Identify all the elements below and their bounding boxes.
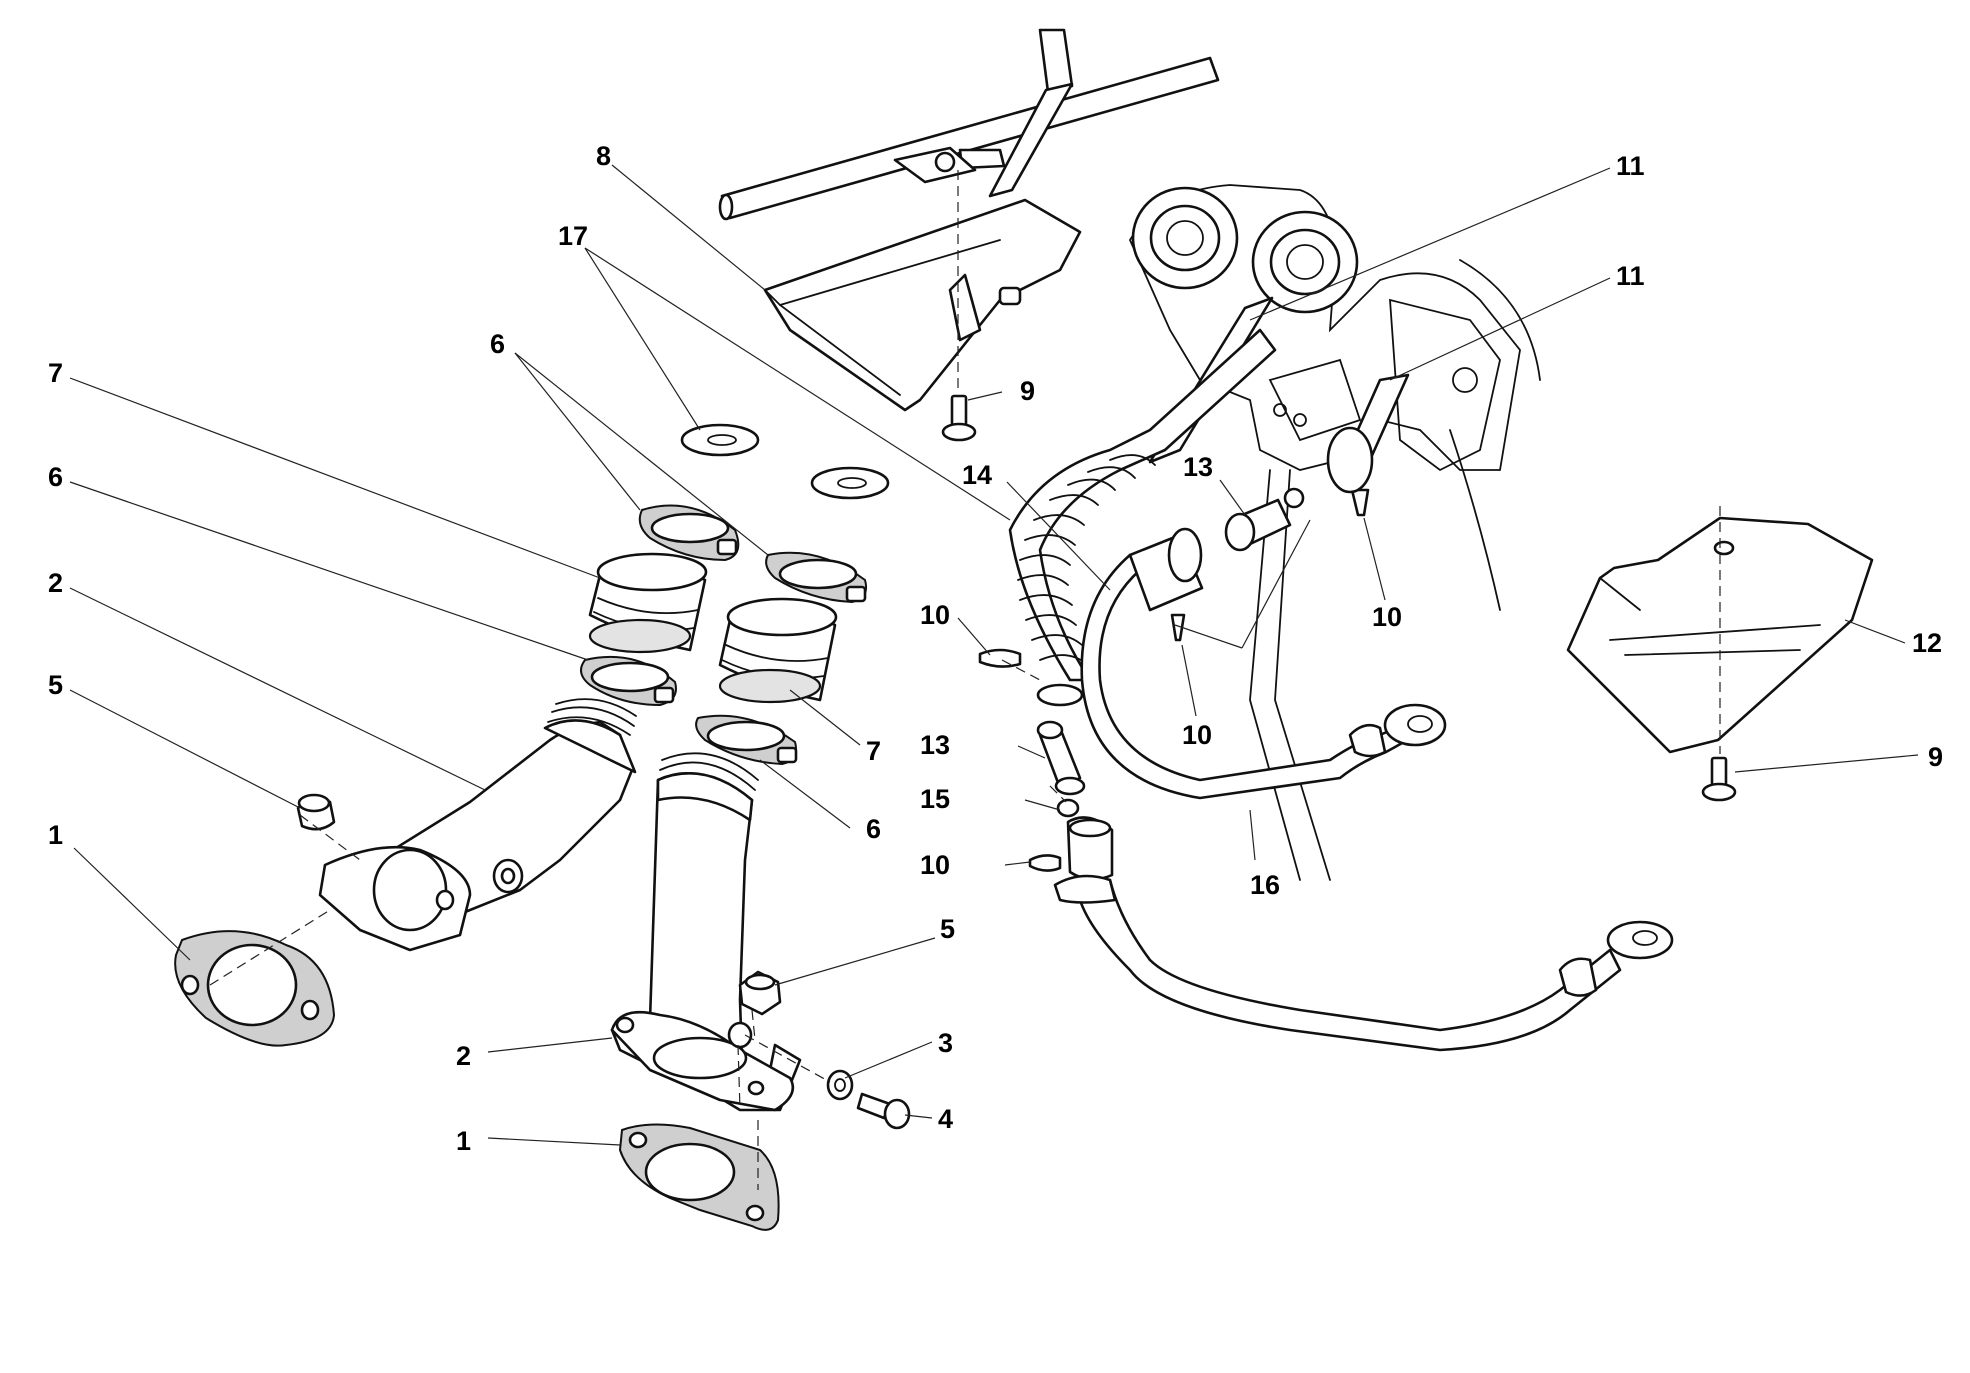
part-5-nut-left xyxy=(296,793,336,831)
lower-drain-hose xyxy=(1053,816,1674,1052)
part-4-screw xyxy=(856,1092,911,1130)
callout-16: 16 xyxy=(1250,870,1280,900)
callout-6-right: 6 xyxy=(866,814,881,844)
part-17-washer-a xyxy=(680,423,760,457)
callout-10-upper-left: 10 xyxy=(920,600,950,630)
part-1-gasket-left xyxy=(174,930,336,1047)
callout-3: 3 xyxy=(938,1028,953,1058)
callout-9-upper: 9 xyxy=(1020,376,1035,406)
callout-6-left: 6 xyxy=(48,462,63,492)
part-6-clamp-a xyxy=(638,504,740,562)
assembly-axes xyxy=(209,170,1721,1190)
leader-lines xyxy=(69,164,1919,1146)
part-10-clip-c xyxy=(1170,613,1186,642)
callout-10-right: 10 xyxy=(1372,602,1402,632)
part-1-gasket-right xyxy=(618,1123,780,1231)
callout-17: 17 xyxy=(558,221,588,251)
part-10-clip-d xyxy=(1350,488,1370,517)
callout-15: 15 xyxy=(920,784,950,814)
part-10-clip-b xyxy=(1028,854,1062,872)
part-2-manifold-left xyxy=(318,698,637,952)
part-13-fitting-lower xyxy=(1036,720,1086,796)
callout-7-left: 7 xyxy=(48,358,63,388)
callout-13-upper: 13 xyxy=(1183,452,1213,482)
part-3-washer xyxy=(826,1069,854,1101)
callout-8: 8 xyxy=(596,141,611,171)
part-7-sleeve-left xyxy=(588,552,708,654)
callout-4: 4 xyxy=(938,1104,953,1134)
part-9-screw-upper xyxy=(941,394,977,442)
callout-14: 14 xyxy=(962,460,992,490)
callout-9-right: 9 xyxy=(1928,742,1943,772)
callout-11-lower: 11 xyxy=(1616,261,1645,291)
callout-7-right: 7 xyxy=(866,736,881,766)
callout-10-lower-left: 10 xyxy=(920,850,950,880)
part-2-manifold-right xyxy=(610,752,802,1112)
callout-5-left: 5 xyxy=(48,670,63,700)
part-15-ring xyxy=(1056,798,1080,818)
callout-labels: 1 1 2 2 3 4 5 5 6 6 6 7 7 8 9 9 10 10 10… xyxy=(48,141,1943,1156)
callout-10-center: 10 xyxy=(1182,720,1212,750)
part-13-fitting-upper xyxy=(1224,487,1305,552)
part-10-clip-a xyxy=(978,648,1022,668)
callout-5-right: 5 xyxy=(940,914,955,944)
part-6-clamp-b xyxy=(580,655,677,707)
callout-6-top: 6 xyxy=(490,329,505,359)
part-6-clamp-d xyxy=(695,714,798,766)
part-9-screw-right xyxy=(1701,756,1737,802)
callout-1-left: 1 xyxy=(48,820,63,850)
callout-13-lower: 13 xyxy=(920,730,950,760)
callout-2-left: 2 xyxy=(48,568,63,598)
part-7-sleeve-right xyxy=(718,597,838,704)
callout-1-right: 1 xyxy=(456,1126,471,1156)
frame-tube xyxy=(718,28,1220,221)
carburetor-assembly xyxy=(1128,184,1541,881)
part-14-coiled-hose xyxy=(1008,328,1277,707)
callout-2-right: 2 xyxy=(456,1041,471,1071)
part-6-clamp-c xyxy=(765,551,868,604)
callout-12: 12 xyxy=(1912,628,1942,658)
part-16-hose xyxy=(1080,527,1447,800)
part-11-hose-lower xyxy=(1326,373,1410,494)
callout-11-upper: 11 xyxy=(1616,151,1645,181)
part-17-washer-b xyxy=(810,466,890,500)
part-8-top-bracket xyxy=(893,146,977,184)
part-5-nut-right xyxy=(738,970,782,1016)
